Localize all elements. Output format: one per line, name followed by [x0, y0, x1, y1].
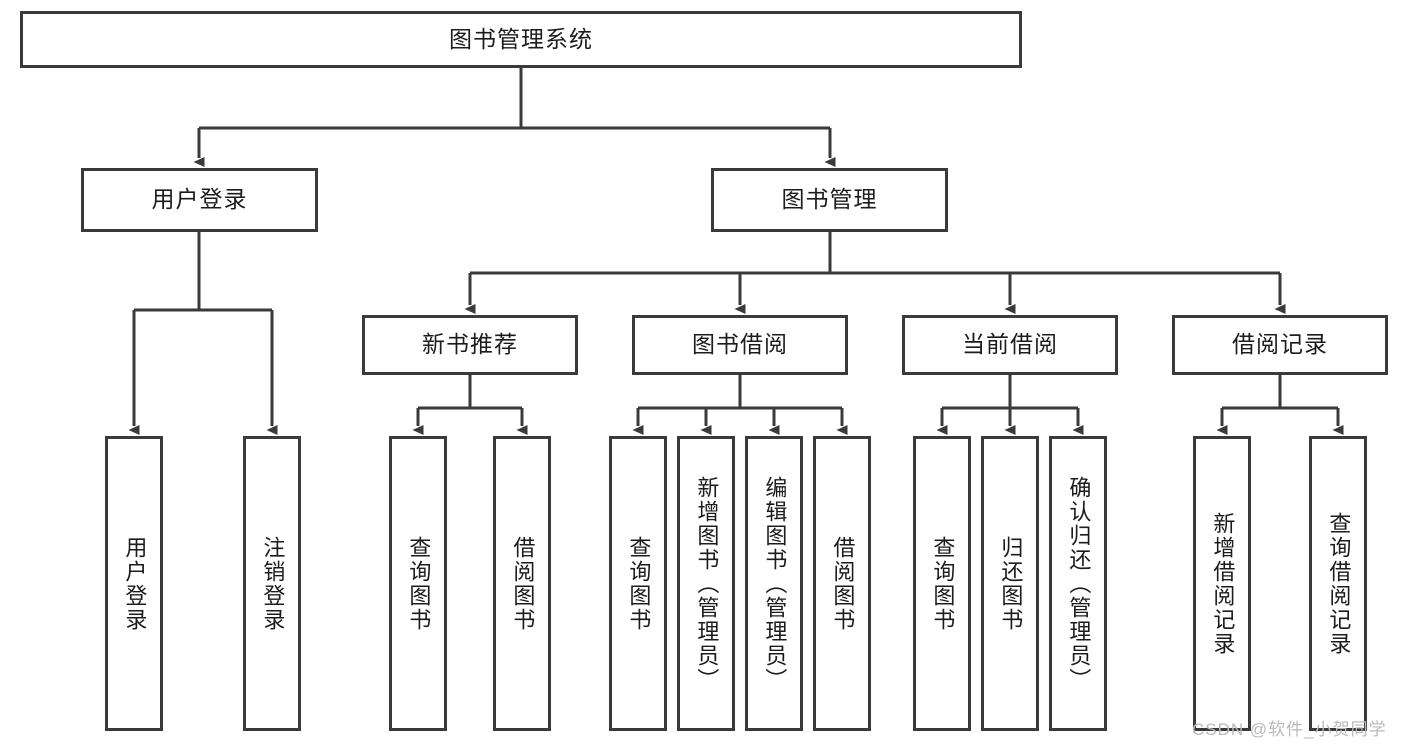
- leaf-edit-book[interactable]: 编辑图书（管理员）: [745, 436, 803, 731]
- leaf-label: 查询图书: [626, 535, 652, 632]
- leaf-return-book[interactable]: 归还图书: [981, 436, 1039, 731]
- leaf-add-book[interactable]: 新增图书（管理员）: [677, 436, 735, 731]
- node-root-system[interactable]: 图书管理系统: [20, 11, 1022, 68]
- node-new-book-recommend[interactable]: 新书推荐: [362, 315, 578, 375]
- leaf-confirm-return[interactable]: 确认归还（管理员）: [1049, 436, 1107, 731]
- leaf-query-book-3[interactable]: 查询图书: [913, 436, 971, 731]
- leaf-label: 编辑图书（管理员）: [762, 475, 788, 692]
- node-book-management[interactable]: 图书管理: [711, 168, 948, 232]
- leaf-label: 确认归还（管理员）: [1066, 475, 1092, 692]
- leaf-user-login[interactable]: 用户登录: [105, 436, 163, 731]
- leaf-borrow-book-2[interactable]: 借阅图书: [813, 436, 871, 731]
- csdn-watermark: CSDN @软件_小贺同学: [1192, 720, 1387, 739]
- leaf-label: 归还图书: [998, 535, 1024, 632]
- leaf-label: 用户登录: [122, 535, 148, 632]
- leaf-label: 注销登录: [260, 535, 286, 632]
- leaf-borrow-book-1[interactable]: 借阅图书: [493, 436, 551, 731]
- leaf-label: 新增借阅记录: [1210, 511, 1236, 656]
- node-borrow-record[interactable]: 借阅记录: [1172, 315, 1388, 375]
- leaf-label: 查询图书: [930, 535, 956, 632]
- leaf-label: 查询借阅记录: [1326, 511, 1352, 656]
- leaf-user-logout[interactable]: 注销登录: [243, 436, 301, 731]
- leaf-query-book-2[interactable]: 查询图书: [609, 436, 667, 731]
- node-user-login[interactable]: 用户登录: [81, 168, 318, 232]
- leaf-label: 查询图书: [406, 535, 432, 632]
- leaf-label: 新增图书（管理员）: [694, 475, 720, 692]
- leaf-add-record[interactable]: 新增借阅记录: [1193, 436, 1251, 731]
- leaf-label: 借阅图书: [830, 535, 856, 632]
- node-current-borrow[interactable]: 当前借阅: [902, 315, 1118, 375]
- node-book-borrow[interactable]: 图书借阅: [632, 315, 848, 375]
- leaf-query-record[interactable]: 查询借阅记录: [1309, 436, 1367, 731]
- leaf-label: 借阅图书: [510, 535, 536, 632]
- leaf-query-book-1[interactable]: 查询图书: [389, 436, 447, 731]
